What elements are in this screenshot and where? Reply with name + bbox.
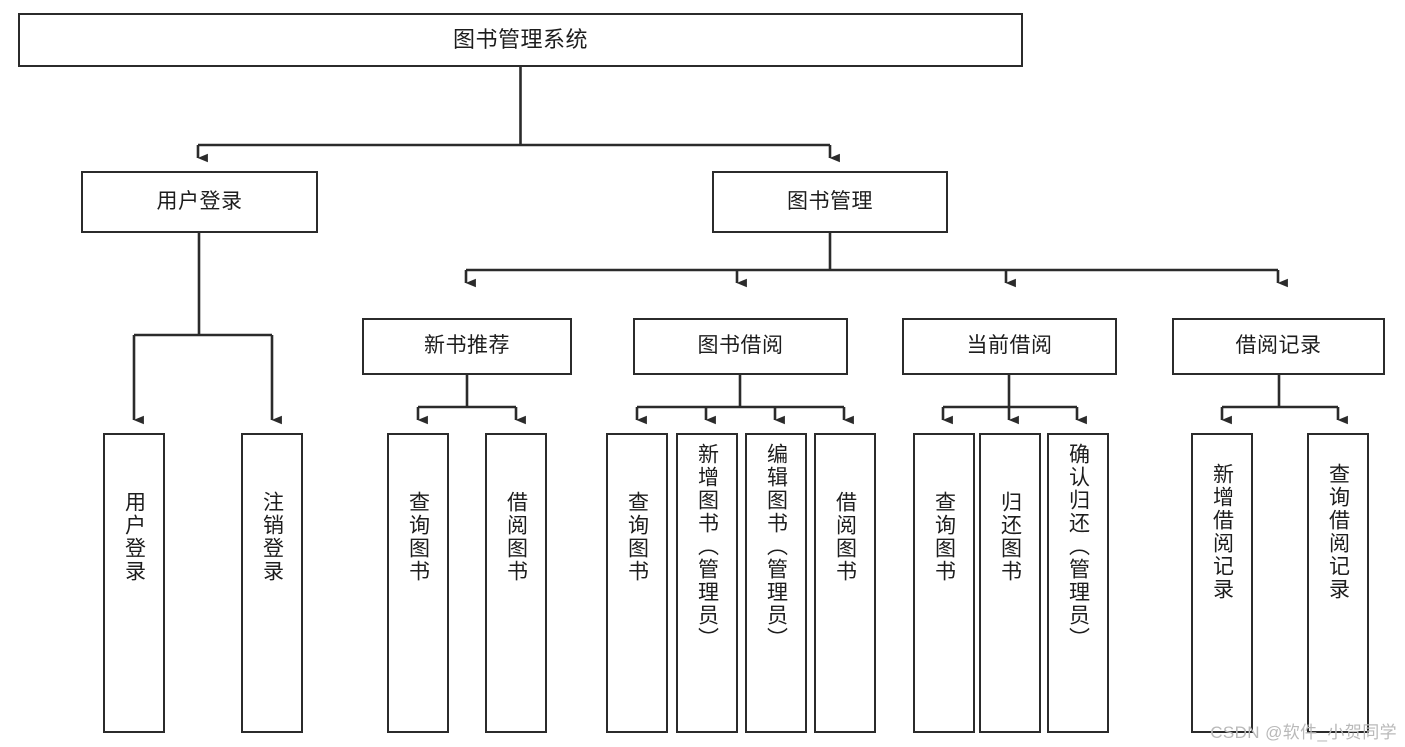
node-book-borrow[interactable]: 图书借阅 bbox=[633, 318, 848, 375]
leaf-newbook-query-book[interactable]: 查询图书 bbox=[387, 433, 449, 733]
leaf-record-query-record[interactable]: 查询借阅记录 bbox=[1307, 433, 1369, 733]
leaf-record-add-record[interactable]: 新增借阅记录 bbox=[1191, 433, 1253, 733]
node-book-management-label: 图书管理 bbox=[787, 189, 873, 213]
leaf-current-query-book-label: 查询图书 bbox=[932, 491, 956, 583]
leaf-current-confirm-return-label: 确认归还（管理员） bbox=[1066, 443, 1090, 650]
leaf-user-login[interactable]: 用户登录 bbox=[103, 433, 165, 733]
node-borrow-record-label: 借阅记录 bbox=[1235, 334, 1322, 358]
node-user-login[interactable]: 用户登录 bbox=[81, 171, 318, 233]
leaf-borrow-query-book-label: 查询图书 bbox=[625, 491, 649, 583]
node-new-book-recommend-label: 新书推荐 bbox=[424, 334, 510, 358]
leaf-record-add-record-label: 新增借阅记录 bbox=[1210, 463, 1234, 601]
leaf-borrow-edit-book-label: 编辑图书（管理员） bbox=[764, 443, 788, 650]
leaf-current-confirm-return[interactable]: 确认归还（管理员） bbox=[1047, 433, 1109, 733]
leaf-current-query-book[interactable]: 查询图书 bbox=[913, 433, 975, 733]
leaf-user-logout[interactable]: 注销登录 bbox=[241, 433, 303, 733]
leaf-newbook-borrow-book-label: 借阅图书 bbox=[504, 491, 528, 583]
leaf-current-return-book-label: 归还图书 bbox=[998, 491, 1022, 583]
leaf-user-login-label: 用户登录 bbox=[122, 491, 146, 583]
leaf-borrow-query-book[interactable]: 查询图书 bbox=[606, 433, 668, 733]
leaf-newbook-query-book-label: 查询图书 bbox=[406, 491, 430, 583]
node-book-management[interactable]: 图书管理 bbox=[712, 171, 948, 233]
leaf-record-query-record-label: 查询借阅记录 bbox=[1326, 463, 1350, 601]
node-root-label: 图书管理系统 bbox=[452, 27, 588, 53]
leaf-borrow-borrow-book-label: 借阅图书 bbox=[833, 491, 857, 583]
leaf-borrow-edit-book[interactable]: 编辑图书（管理员） bbox=[745, 433, 807, 733]
leaf-borrow-add-book-label: 新增图书（管理员） bbox=[695, 443, 719, 650]
node-book-borrow-label: 图书借阅 bbox=[697, 334, 784, 358]
leaf-current-return-book[interactable]: 归还图书 bbox=[979, 433, 1041, 733]
leaf-borrow-borrow-book[interactable]: 借阅图书 bbox=[814, 433, 876, 733]
leaf-user-logout-label: 注销登录 bbox=[260, 491, 284, 583]
node-current-borrow-label: 当前借阅 bbox=[966, 334, 1053, 358]
node-current-borrow[interactable]: 当前借阅 bbox=[902, 318, 1117, 375]
node-user-login-label: 用户登录 bbox=[156, 189, 243, 213]
leaf-borrow-add-book[interactable]: 新增图书（管理员） bbox=[676, 433, 738, 733]
leaf-newbook-borrow-book[interactable]: 借阅图书 bbox=[485, 433, 547, 733]
node-borrow-record[interactable]: 借阅记录 bbox=[1172, 318, 1385, 375]
node-new-book-recommend[interactable]: 新书推荐 bbox=[362, 318, 572, 375]
node-root[interactable]: 图书管理系统 bbox=[18, 13, 1023, 67]
